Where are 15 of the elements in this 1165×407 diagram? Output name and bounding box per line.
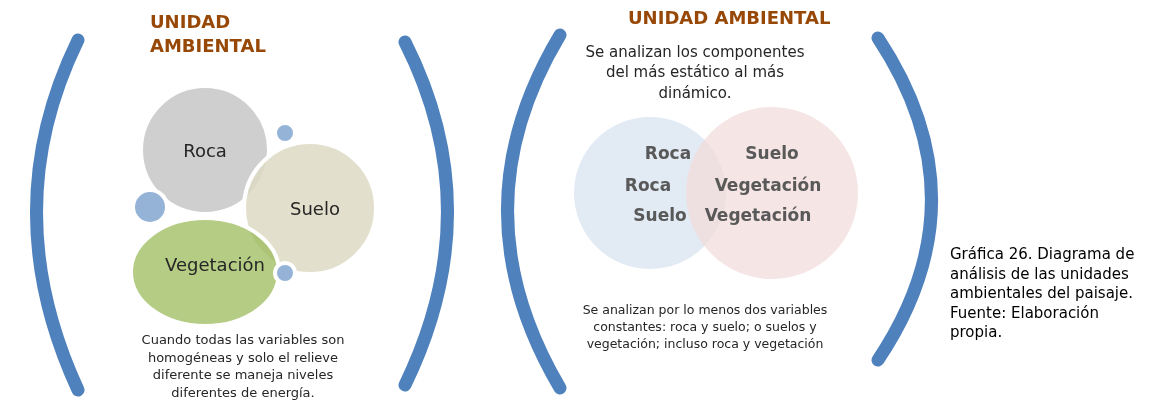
circle-label: Suelo — [633, 205, 687, 225]
figure-caption: Gráfica 26. Diagrama de análisis de las unidades ambientales del paisaje. Fuente: Elaboración propia. — [950, 245, 1136, 343]
circle-label: Roca — [644, 143, 692, 163]
section-heading: UNIDAD AMBIENTAL — [628, 6, 832, 30]
section-heading: UNIDAD AMBIENTAL — [150, 10, 267, 59]
circle-label: Vegetación — [714, 175, 822, 195]
circle-label: Suelo — [290, 197, 340, 219]
description-text: Se analizan los componentes del más estático al más dinámico. — [585, 42, 805, 103]
description-text: Cuando todas las variables son homogéneas y solo el relieve diferente se maneja niveles diferentes de energía. — [140, 331, 346, 402]
description-text: Se analizan por lo menos dos variables constantes: roca y suelo; o suelos y vegetación; incluso roca y vegetación — [581, 302, 829, 353]
circle-label: Vegetación — [165, 253, 265, 275]
circle-label: Vegetación — [704, 205, 812, 225]
circle-label: Suelo — [745, 143, 799, 163]
circle-label: Roca — [183, 139, 227, 161]
circle-label: Roca — [624, 175, 672, 195]
